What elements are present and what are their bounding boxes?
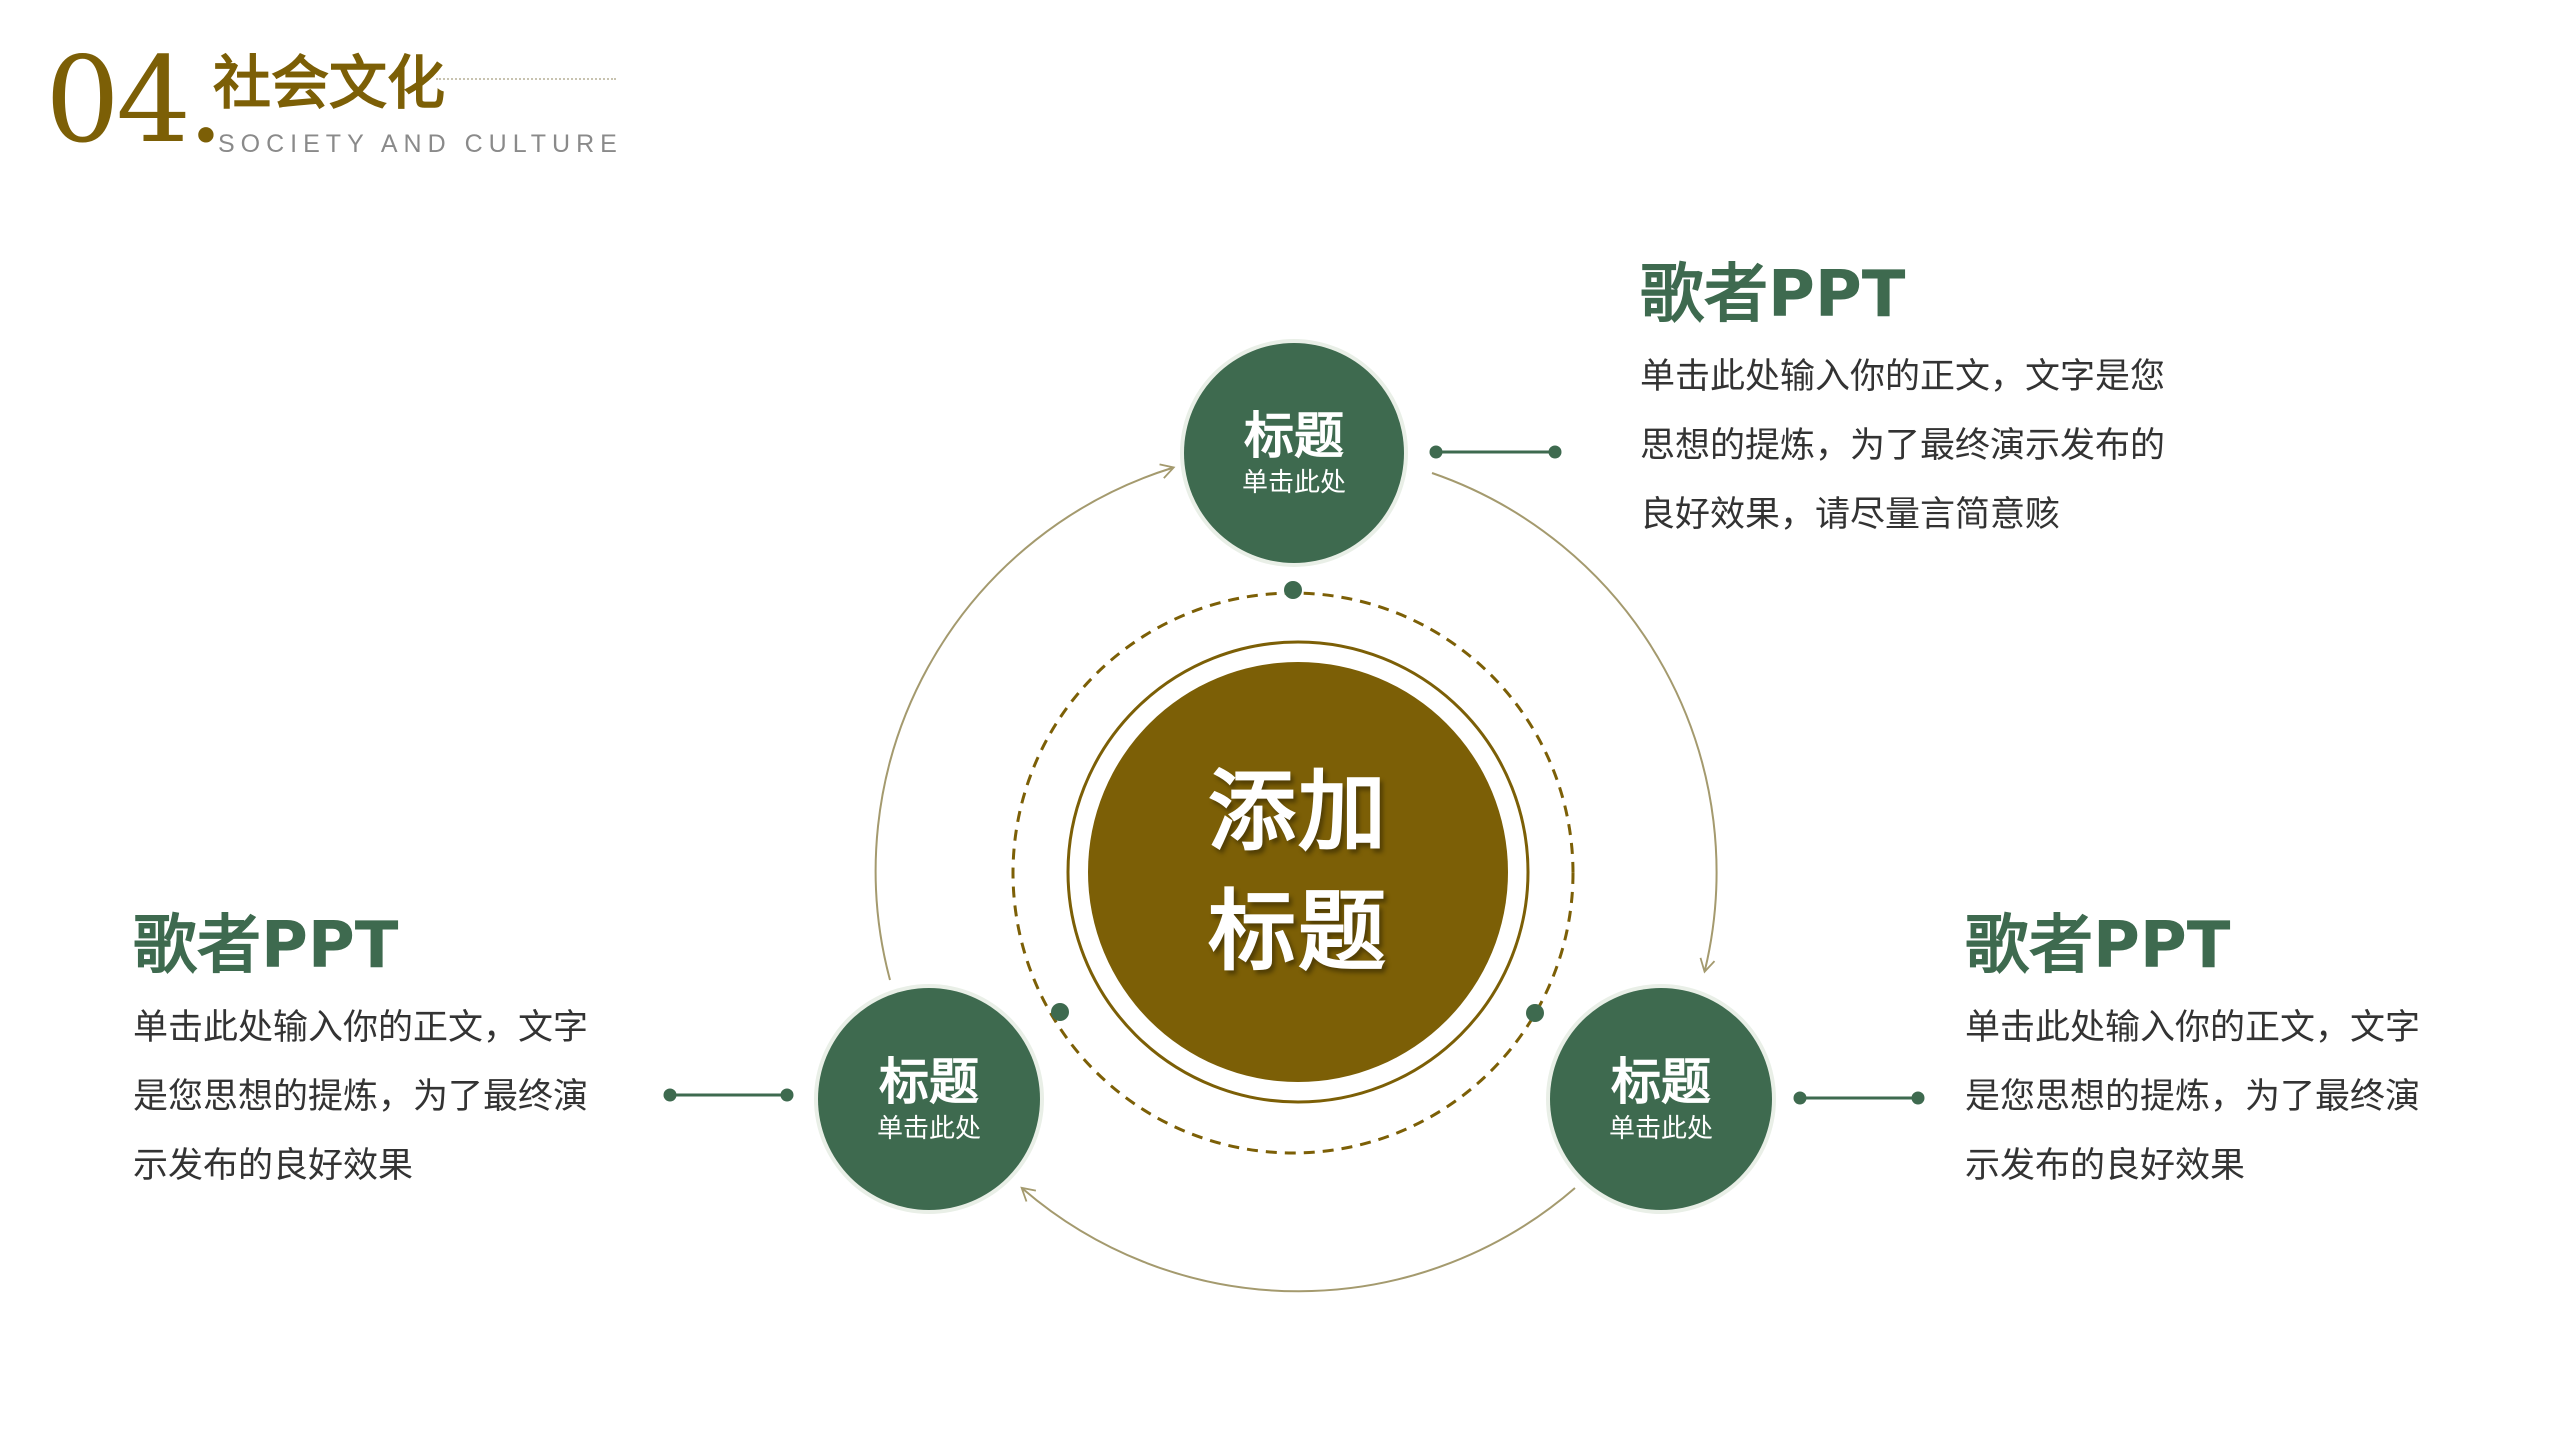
node-left-title: 标题 [879, 1053, 979, 1111]
section-subtitle: SOCIETY AND CULTURE [218, 130, 623, 158]
cycle-arc-top-right [1431, 472, 1718, 974]
node-top-subtitle: 单击此处 [1241, 468, 1346, 498]
section-number: 04. [45, 31, 225, 169]
block-line: 是您思想的提炼，为了最终演 [1965, 1077, 2421, 1117]
center-title-line2: 标题 [1207, 880, 1388, 983]
node-top[interactable]: 标题 单击此处 [1184, 343, 1404, 563]
cycle-arc-bottom [1020, 1186, 1576, 1293]
section-title: 社会文化 [213, 49, 446, 117]
ring-dot-right [1526, 1004, 1544, 1022]
text-block-top-right[interactable]: 歌者PPT 单击此处输入你的正文，文字是您 思想的提炼，为了最终演示发布的 良好… [1640, 255, 2165, 550]
block-line: 是您思想的提炼，为了最终演 [133, 1077, 589, 1117]
cycle-arc-left [874, 463, 1176, 981]
connector-left [663, 1088, 794, 1102]
block-line: 单击此处输入你的正文，文字 [1965, 1008, 2421, 1048]
connector-top-right [1429, 445, 1562, 459]
node-left-subtitle: 单击此处 [876, 1114, 981, 1144]
center-circle[interactable]: 添加 标题 [1088, 662, 1508, 1082]
node-right[interactable]: 标题 单击此处 [1550, 988, 1772, 1210]
block-line: 良好效果，请尽量言简意赅 [1640, 495, 2061, 535]
node-left[interactable]: 标题 单击此处 [818, 988, 1040, 1210]
block-title: 歌者PPT [133, 909, 399, 983]
node-right-title: 标题 [1611, 1053, 1711, 1111]
text-block-left[interactable]: 歌者PPT 单击此处输入你的正文，文字 是您思想的提炼，为了最终演 示发布的良好… [133, 906, 588, 1201]
connector-bottom-right [1793, 1091, 1925, 1105]
block-line: 示发布的良好效果 [1965, 1146, 2246, 1186]
header-divider [436, 78, 616, 80]
ring-dot-left [1051, 1003, 1069, 1021]
block-line: 示发布的良好效果 [133, 1146, 414, 1186]
block-title: 歌者PPT [1965, 909, 2231, 983]
ring-dot-top [1284, 581, 1302, 599]
node-right-subtitle: 单击此处 [1608, 1114, 1713, 1144]
center-title-line1: 添加 [1207, 760, 1388, 863]
block-line: 单击此处输入你的正文，文字 [133, 1008, 589, 1048]
block-title: 歌者PPT [1640, 258, 1906, 332]
block-line: 思想的提炼，为了最终演示发布的 [1640, 426, 2166, 466]
block-line: 单击此处输入你的正文，文字是您 [1640, 357, 2166, 397]
text-block-bottom-right[interactable]: 歌者PPT 单击此处输入你的正文，文字 是您思想的提炼，为了最终演 示发布的良好… [1965, 906, 2420, 1201]
inner-ring [1066, 640, 1530, 1104]
node-top-title: 标题 [1244, 407, 1344, 465]
